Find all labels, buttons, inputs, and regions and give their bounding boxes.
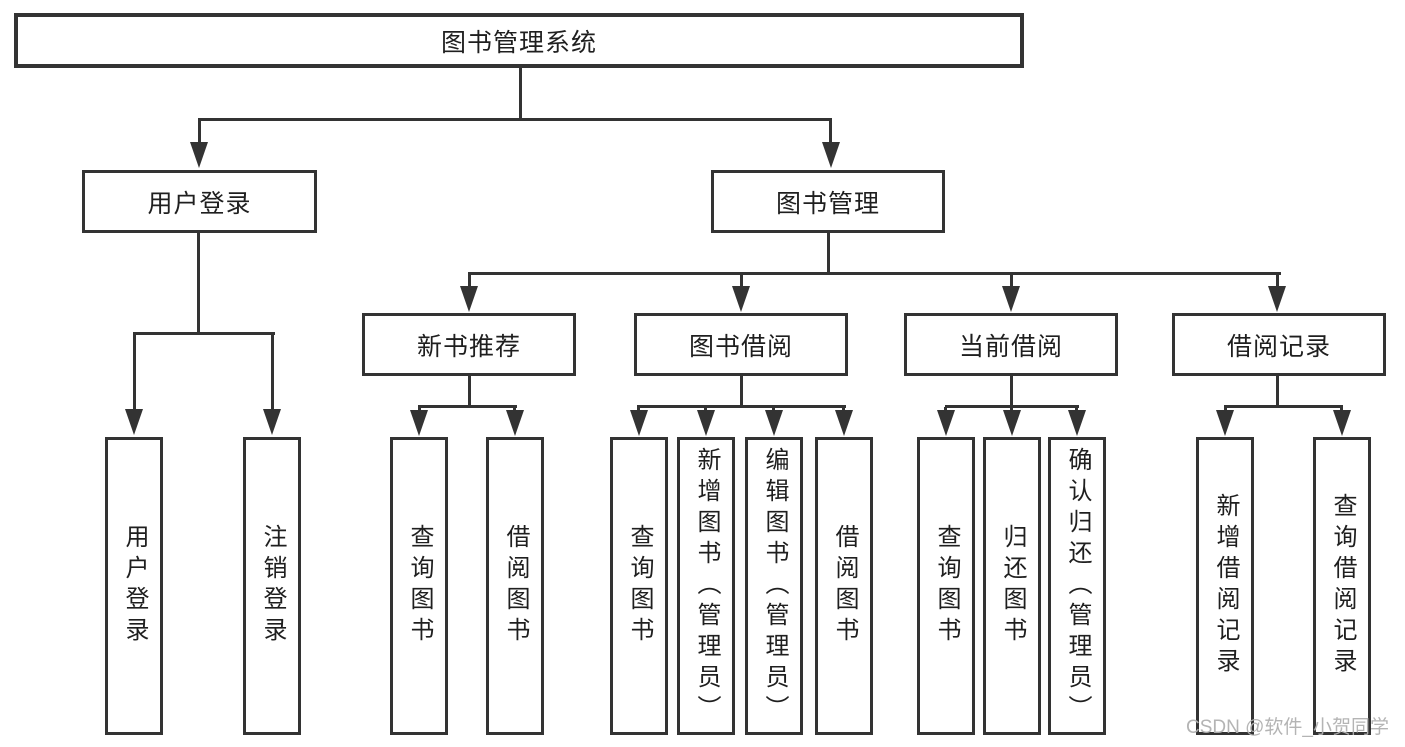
leaf-borrow-edit-books: 编辑图书（管理员）	[745, 437, 803, 735]
arrowhead-icon	[1333, 410, 1351, 436]
arrowhead-icon	[190, 142, 208, 168]
connector-bookmgmt-stem-4	[1276, 274, 1279, 290]
arrowhead-icon	[125, 409, 143, 435]
node-borrow-records-label: 借阅记录	[1226, 332, 1331, 361]
arrowhead-icon	[410, 410, 428, 436]
node-book-borrow: 图书借阅	[634, 313, 848, 376]
leaf-user-login: 用户登录	[105, 437, 163, 735]
connector-root-vline	[519, 67, 522, 120]
leaf-current-confirm-return: 确认归还（管理员）	[1048, 437, 1106, 735]
connector-userlogin-vline	[197, 233, 200, 334]
connector-current-hline	[945, 405, 1079, 408]
leaf-logout-label: 注销登录	[259, 524, 286, 648]
connector-borrow-vline	[740, 376, 743, 407]
csdn-watermark: CSDN @软件_小贺同学	[1186, 717, 1389, 738]
leaf-borrow-add-books: 新增图书（管理员）	[677, 437, 735, 735]
leaf-logout: 注销登录	[243, 437, 301, 735]
arrowhead-icon	[263, 409, 281, 435]
leaf-current-query-books: 查询图书	[917, 437, 975, 735]
leaf-records-add-record-label: 新增借阅记录	[1212, 493, 1239, 679]
leaf-records-query-record: 查询借阅记录	[1313, 437, 1371, 735]
connector-borrow-hline	[637, 405, 846, 408]
arrowhead-icon	[1268, 286, 1286, 312]
arrowhead-icon	[460, 286, 478, 312]
connector-newrec-vline	[468, 376, 471, 407]
node-new-book-recommend-label: 新书推荐	[416, 332, 521, 361]
connector-newrec-hline	[418, 405, 517, 408]
leaf-current-return-books: 归还图书	[983, 437, 1041, 735]
leaf-borrow-borrow-books: 借阅图书	[815, 437, 873, 735]
leaf-borrow-borrow-books-label: 借阅图书	[831, 524, 858, 648]
leaf-newrec-borrow-books-label: 借阅图书	[502, 524, 529, 648]
leaf-user-login-label: 用户登录	[121, 524, 148, 648]
connector-bookmgmt-hline	[468, 272, 1281, 275]
node-current-borrow: 当前借阅	[904, 313, 1118, 376]
arrowhead-icon	[937, 410, 955, 436]
node-new-book-recommend: 新书推荐	[362, 313, 576, 376]
arrowhead-icon	[630, 410, 648, 436]
arrowhead-icon	[835, 410, 853, 436]
node-root-label: 图书管理系统	[440, 28, 597, 57]
connector-records-vline	[1276, 376, 1279, 407]
connector-root-stem-right	[829, 120, 832, 148]
arrowhead-icon	[1216, 410, 1234, 436]
leaf-newrec-query-books-label: 查询图书	[406, 524, 433, 648]
leaf-borrow-query-books: 查询图书	[610, 437, 668, 735]
connector-current-vline	[1010, 376, 1013, 407]
connector-bookmgmt-stem-1	[468, 274, 471, 290]
leaf-newrec-borrow-books: 借阅图书	[486, 437, 544, 735]
arrowhead-icon	[822, 142, 840, 168]
leaf-borrow-edit-books-label: 编辑图书（管理员）	[761, 446, 788, 726]
connector-bookmgmt-stem-3	[1010, 274, 1013, 290]
arrowhead-icon	[765, 410, 783, 436]
arrowhead-icon	[1068, 410, 1086, 436]
node-book-management: 图书管理	[711, 170, 945, 233]
connector-userlogin-stem-right	[271, 334, 274, 412]
leaf-records-query-record-label: 查询借阅记录	[1329, 493, 1356, 679]
leaf-current-return-books-label: 归还图书	[999, 524, 1026, 648]
connector-records-hline	[1224, 405, 1343, 408]
leaf-newrec-query-books: 查询图书	[390, 437, 448, 735]
node-current-borrow-label: 当前借阅	[958, 332, 1063, 361]
connector-bookmgmt-stem-2	[740, 274, 743, 290]
arrowhead-icon	[506, 410, 524, 436]
node-book-borrow-label: 图书借阅	[688, 332, 793, 361]
connector-bookmgmt-vline	[827, 233, 830, 274]
node-root: 图书管理系统	[14, 13, 1024, 68]
connector-userlogin-stem-left	[133, 334, 136, 412]
arrowhead-icon	[697, 410, 715, 436]
leaf-current-confirm-return-label: 确认归还（管理员）	[1064, 446, 1091, 726]
node-user-login-label: 用户登录	[147, 189, 252, 218]
leaf-records-add-record: 新增借阅记录	[1196, 437, 1254, 735]
connector-root-hline	[198, 118, 832, 121]
node-user-login: 用户登录	[82, 170, 317, 233]
connector-root-stem-left	[198, 120, 201, 148]
arrowhead-icon	[732, 286, 750, 312]
leaf-borrow-query-books-label: 查询图书	[626, 524, 653, 648]
arrowhead-icon	[1003, 410, 1021, 436]
connector-userlogin-hline	[133, 332, 275, 335]
leaf-current-query-books-label: 查询图书	[933, 524, 960, 648]
leaf-borrow-add-books-label: 新增图书（管理员）	[693, 446, 720, 726]
arrowhead-icon	[1002, 286, 1020, 312]
node-borrow-records: 借阅记录	[1172, 313, 1386, 376]
node-book-management-label: 图书管理	[775, 189, 880, 218]
